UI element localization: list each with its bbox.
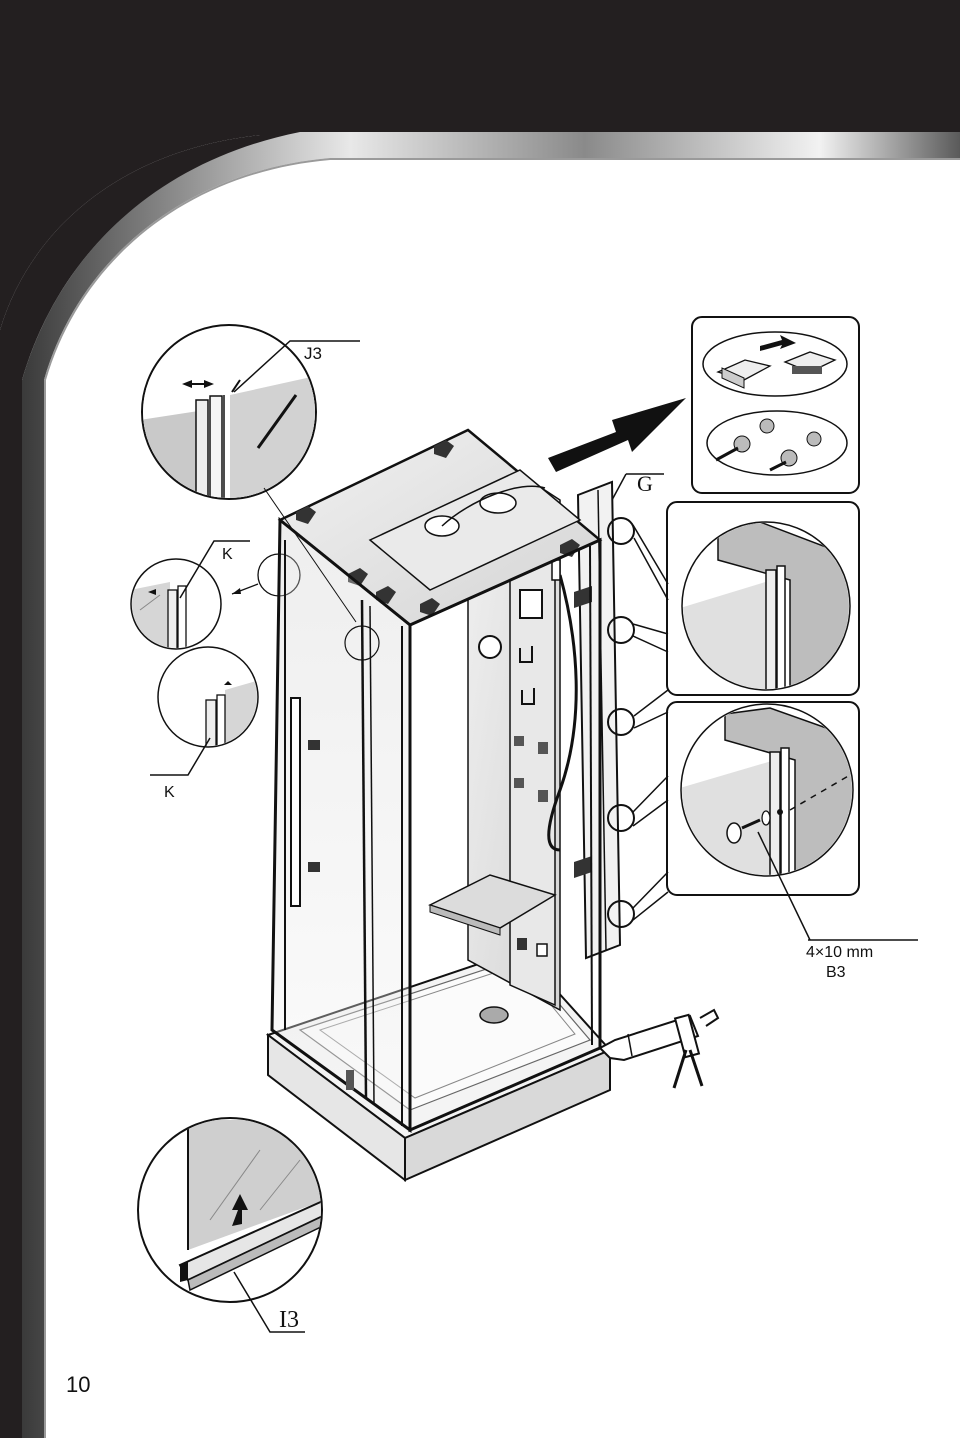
left-frame-dark: [0, 135, 300, 1438]
label-screw-size: 4×10 mm: [806, 944, 873, 961]
arrow-to-hardware: [548, 398, 686, 472]
header-band: [0, 0, 960, 330]
label-g: G: [637, 471, 653, 496]
detail-i3: I3: [137, 1117, 323, 1333]
label-screw-code: B3: [826, 964, 846, 981]
label-i3: I3: [279, 1307, 299, 1333]
detail-side-panel: 4×10 mm B3: [666, 501, 918, 981]
page-number: 10: [66, 1372, 91, 1397]
label-k-top: K: [222, 546, 233, 563]
detail-k: K K: [130, 540, 301, 801]
silicone-gun: [598, 1008, 720, 1089]
detail-j3: J3: [141, 324, 360, 500]
detail-hardware-box: [691, 316, 860, 494]
shower-cabin: [263, 428, 612, 1183]
label-k-bottom: K: [164, 784, 175, 801]
label-j3: J3: [304, 344, 322, 363]
